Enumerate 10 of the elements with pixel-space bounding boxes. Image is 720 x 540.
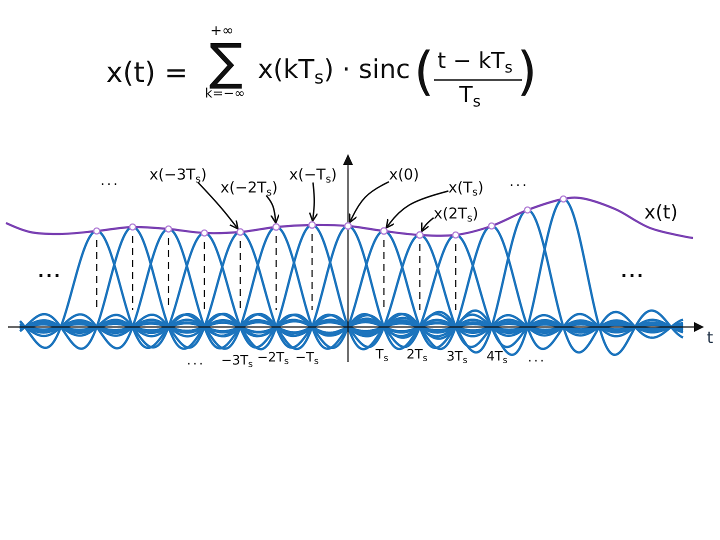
formula-text: x(kT$_{s}$) · sinc <box>258 57 410 83</box>
fraction-denominator: T$_{s}$ <box>459 85 481 107</box>
parenthesis: ( <box>414 46 434 98</box>
sum-limit: +∞ <box>210 24 234 38</box>
fraction-numerator: t − kT$_{s}$ <box>437 51 513 73</box>
summation-sign: ∑ <box>209 37 243 87</box>
sum-limit: k=−∞ <box>204 88 246 100</box>
formula-text: x(t) = <box>106 59 188 87</box>
axis-label: t <box>706 330 714 346</box>
parenthesis: ) <box>516 46 538 98</box>
